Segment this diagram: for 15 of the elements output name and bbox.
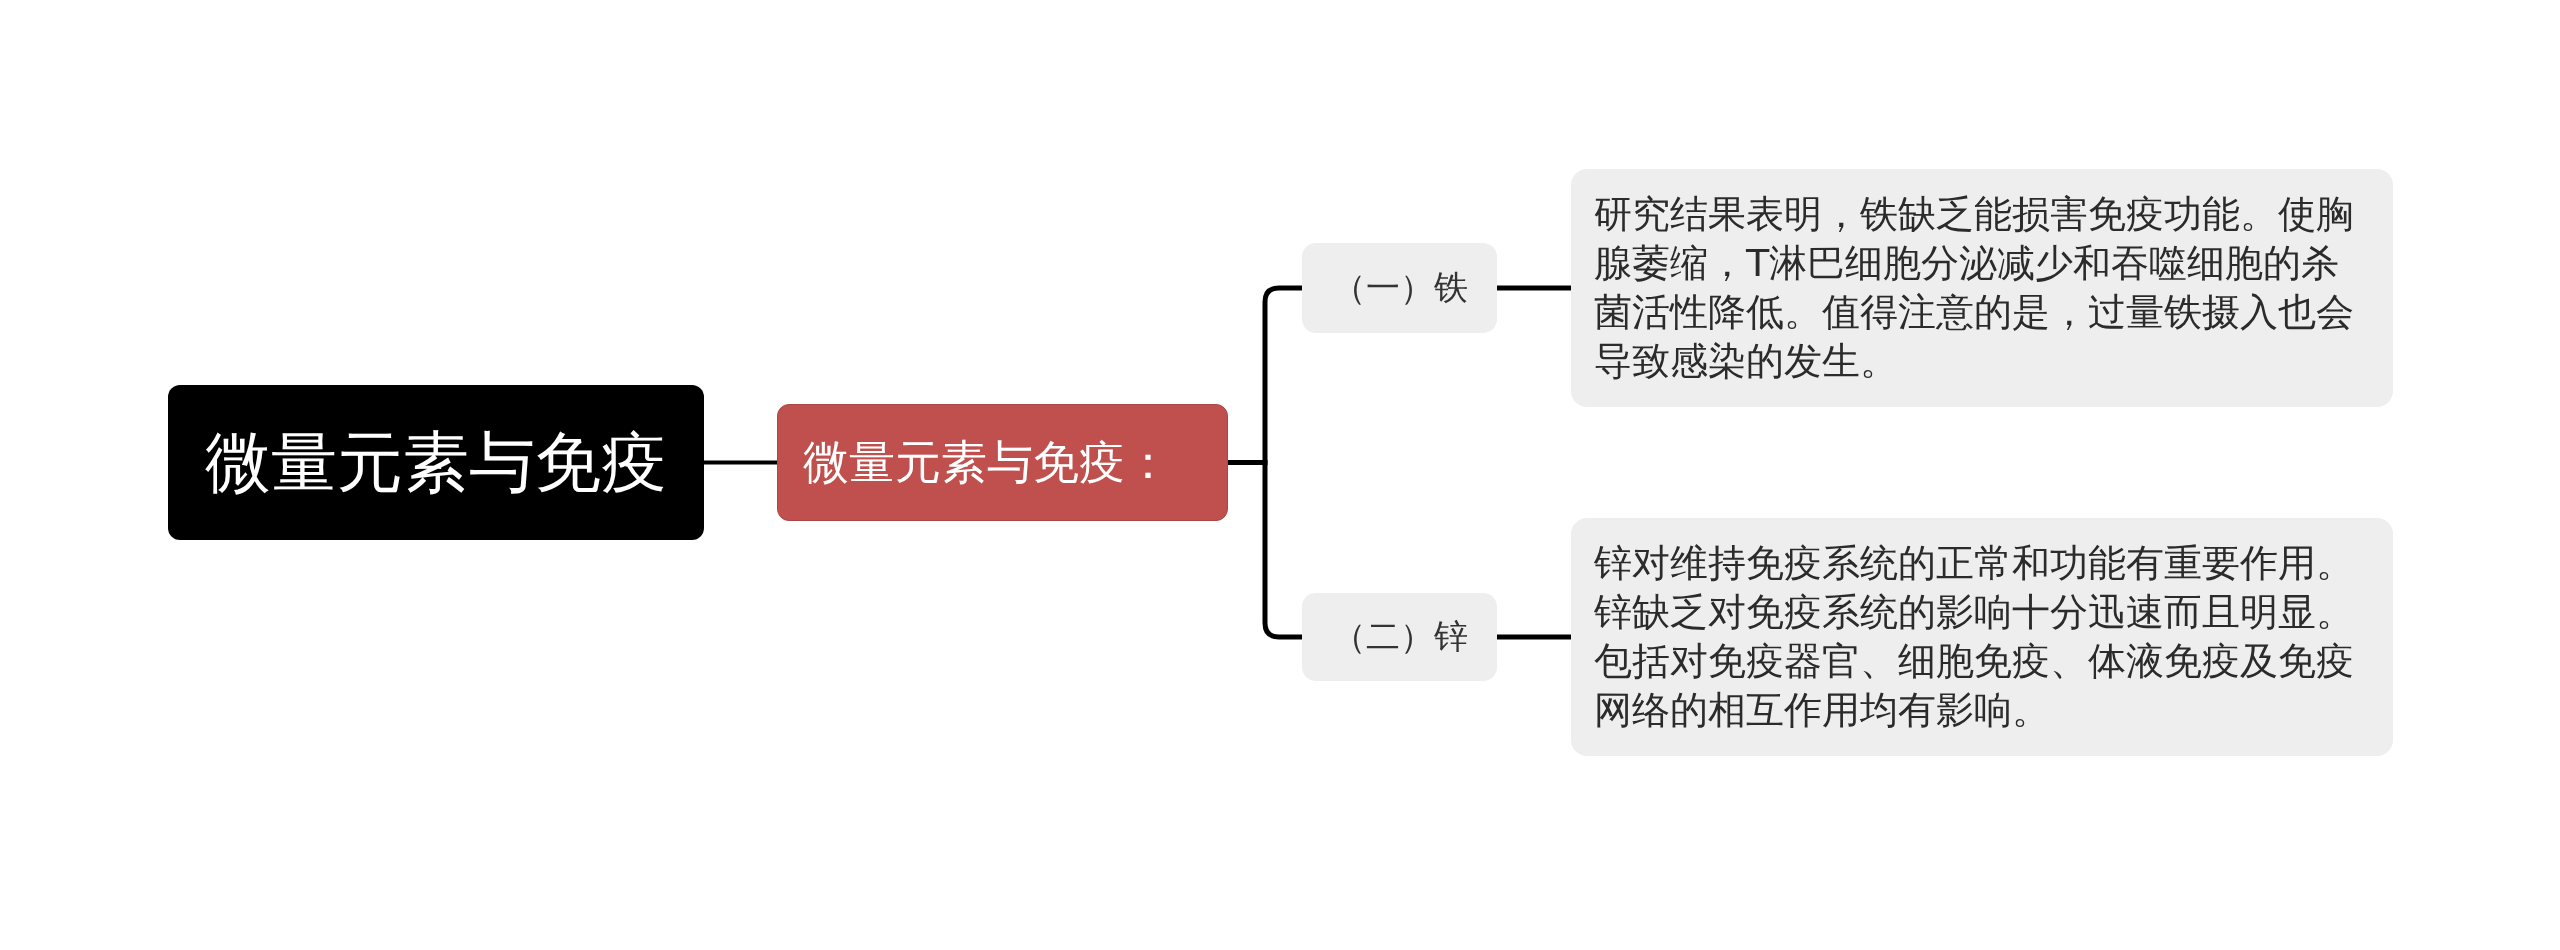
note-text: 锌对维持免疫系统的正常和功能有重要作用。锌缺乏对免疫系统的影响十分迅速而且明显。包括对免疫器官、细胞免疫、体液免疫及免疫网络的相互作用均有影响。 xyxy=(1594,540,2355,734)
subtopic-text: （一）铁 xyxy=(1331,266,1468,309)
note-box xyxy=(1571,169,2393,407)
main-topic-text: 微量元素与免疫： xyxy=(803,433,1171,491)
note-text: 研究结果表明，铁缺乏能损害免疫功能。使胸腺萎缩，T淋巴细胞分泌减少和吞噬细胞的杀菌活性降低。值得注意的是，过量铁摄入也会导致感染的发生。 xyxy=(1594,191,2355,385)
note-box xyxy=(1571,518,2393,756)
central-topic-box xyxy=(168,385,704,540)
subtopic-text: （二）锌 xyxy=(1331,615,1468,658)
subtopic-box xyxy=(1302,243,1497,333)
connector-line xyxy=(1497,634,1571,640)
main-topic-box xyxy=(777,404,1228,521)
connector-line xyxy=(1497,285,1571,291)
central-topic-text: 微量元素与免疫 xyxy=(205,422,667,503)
subtopic-box xyxy=(1302,593,1497,681)
connector-line xyxy=(704,460,777,465)
